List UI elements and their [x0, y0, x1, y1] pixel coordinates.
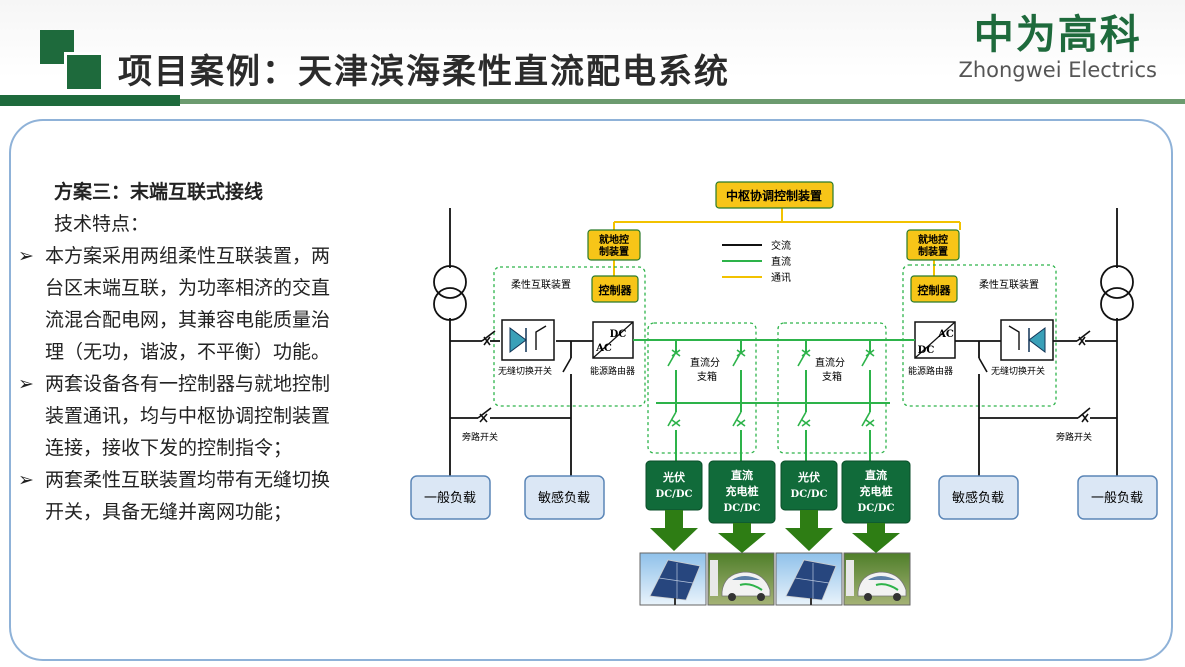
- charger-dcdc-2-line1: 直流: [865, 468, 887, 482]
- flex-device-right-label: 柔性互联装置: [979, 278, 1039, 291]
- brand-name-en: Zhongwei Electrics: [958, 58, 1157, 82]
- down-arrow-icon: [785, 510, 833, 551]
- general-load-right-box: [1077, 475, 1158, 520]
- legend-comm-label: 通讯: [771, 272, 791, 284]
- legend: [722, 244, 762, 278]
- brand-logo: 中为高科 Zhongwei Electrics: [958, 12, 1157, 82]
- dc-label-right: DC: [918, 345, 935, 356]
- controller-left-box: [591, 275, 639, 303]
- bullet-arrow-icon: ➢: [18, 373, 34, 395]
- dc-switches: [667, 349, 875, 427]
- ev-charging-photo-1: [707, 552, 775, 606]
- transformer-left-icon: [433, 265, 467, 321]
- pv-dcdc-1-line2: DC/DC: [656, 489, 693, 500]
- local-controller-left-box: [587, 229, 641, 261]
- controller-left-label: 控制器: [599, 283, 633, 297]
- bullet-line: 开关，具备无缝并离网功能；: [45, 501, 293, 523]
- bullet-arrow-icon: ➢: [18, 245, 34, 267]
- scheme-heading: 方案三：末端互联式接线: [54, 181, 264, 203]
- legend-ac-label: 交流: [771, 239, 791, 252]
- logo-square-front: [64, 52, 101, 89]
- sensitive-load-right-label: 敏感负载: [952, 490, 1004, 506]
- seamless-switch-right-label: 无缝切换开关: [991, 365, 1045, 377]
- flex-device-left-label: 柔性互联装置: [511, 278, 571, 291]
- comm-lines: [613, 208, 961, 276]
- down-arrow-icon: [650, 510, 698, 551]
- ev-charging-photo-2: [843, 552, 911, 606]
- header-rule-light: [180, 99, 1185, 104]
- bullet-line: 台区末端互联，为功率相济的交直: [45, 277, 331, 299]
- pv-dcdc-box-1: [645, 460, 703, 511]
- pv-dcdc-box-2: [780, 460, 838, 511]
- dc-box-right-line2: 支箱: [822, 370, 842, 383]
- charger-dcdc-1-line2: 充电桩: [726, 484, 759, 498]
- description-column: 方案三：末端互联式接线 技术特点： ➢ 本方案采用两组柔性互联装置，两 台区末端…: [18, 176, 390, 528]
- seamless-switch-left-icon: [501, 319, 555, 361]
- pv-dcdc-1-line1: 光伏: [662, 470, 685, 484]
- transformer-right-icon: [1100, 265, 1134, 321]
- ac-dc-converter-left: [592, 321, 634, 359]
- energy-router-right-label: 能源路由器: [908, 365, 953, 377]
- energy-router-left-label: 能源路由器: [590, 365, 635, 377]
- dc-box-left-line1: 直流分: [690, 356, 720, 369]
- brand-name-cn: 中为高科: [973, 12, 1142, 58]
- general-load-right-label: 一般负载: [1091, 490, 1143, 506]
- charger-dcdc-1-line3: DC/DC: [724, 503, 761, 514]
- seamless-switch-left-label: 无缝切换开关: [498, 365, 552, 377]
- bullet-line: 连接，接收下发的控制指令；: [45, 437, 293, 459]
- charger-dcdc-2-line2: 充电桩: [860, 484, 893, 498]
- feature-bullet-1: ➢ 本方案采用两组柔性互联装置，两 台区末端互联，为功率相济的交直 流混合配电网…: [18, 240, 390, 368]
- ac-label-left: AC: [595, 343, 612, 354]
- controller-right-box: [910, 275, 958, 303]
- bullet-line: 本方案采用两组柔性互联装置，两: [45, 245, 331, 267]
- header-band: [0, 0, 1185, 112]
- controller-right-label: 控制器: [918, 283, 952, 297]
- local-controller-left-line2: 制装置: [599, 245, 629, 258]
- ac-label-right: AC: [937, 329, 954, 340]
- central-controller-label: 中枢协调控制装置: [726, 188, 822, 203]
- local-controller-right-line1: 就地控: [918, 233, 948, 246]
- dc-wiring: [633, 339, 915, 462]
- dashed-boundaries: [493, 264, 1057, 454]
- down-arrow-icon: [718, 523, 766, 553]
- feature-bullet-2: ➢ 两套设备各有一控制器与就地控制 装置通讯，均与中枢协调控制装置 连接，接收下…: [18, 368, 390, 464]
- ac-wiring: [449, 208, 1118, 478]
- sensitive-load-left-box: [524, 475, 605, 520]
- bullet-line: 两套柔性互联装置均带有无缝切换: [45, 469, 331, 491]
- general-load-left-box: [410, 475, 491, 520]
- sensitive-load-right-box: [938, 475, 1019, 520]
- bypass-switch-left-label: 旁路开关: [462, 431, 498, 443]
- sensitive-load-left-label: 敏感负载: [538, 490, 590, 506]
- local-controller-right-box: [906, 229, 960, 261]
- bullet-arrow-icon: ➢: [18, 469, 34, 491]
- pv-dcdc-2-line2: DC/DC: [791, 489, 828, 500]
- bullet-line: 流混合配电网，其兼容电能质量治: [45, 309, 331, 331]
- down-arrow-icon: [852, 523, 900, 553]
- feature-bullet-3: ➢ 两套柔性互联装置均带有无缝切换 开关，具备无缝并离网功能；: [18, 464, 390, 528]
- central-controller-box: [715, 181, 834, 209]
- local-controller-left-line1: 就地控: [599, 233, 629, 246]
- page-title: 项目案例：天津滨海柔性直流配电系统: [118, 52, 730, 92]
- dc-label-left: DC: [610, 329, 627, 340]
- pv-dcdc-2-line1: 光伏: [797, 470, 820, 484]
- solar-panel-photo-1: [639, 552, 707, 606]
- local-controller-right-line2: 制装置: [918, 245, 948, 258]
- seamless-switch-right-icon: [1000, 319, 1054, 361]
- general-load-left-label: 一般负载: [424, 490, 476, 506]
- charger-dcdc-2-line3: DC/DC: [858, 503, 895, 514]
- dc-box-right-line1: 直流分: [815, 356, 845, 369]
- bypass-switch-right-label: 旁路开关: [1056, 431, 1092, 443]
- bullet-line: 理（无功，谐波，不平衡）功能。: [45, 341, 331, 363]
- dc-box-left-line2: 支箱: [697, 370, 717, 383]
- features-subheading: 技术特点：: [54, 213, 150, 235]
- ac-switches: [477, 330, 1091, 423]
- solar-panel-photo-2: [775, 552, 843, 606]
- bullet-line: 两套设备各有一控制器与就地控制: [45, 373, 331, 395]
- bullet-line: 装置通讯，均与中枢协调控制装置: [45, 405, 331, 427]
- header-rule-dark: [0, 95, 180, 106]
- legend-dc-label: 直流: [771, 255, 791, 268]
- charger-dcdc-1-line1: 直流: [731, 468, 753, 482]
